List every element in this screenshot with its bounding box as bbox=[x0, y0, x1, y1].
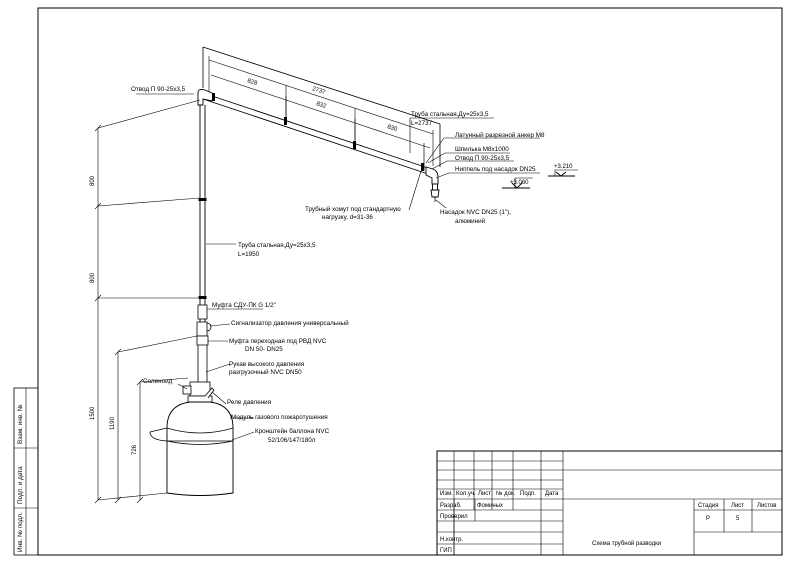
tb-header-sheet: Лист bbox=[478, 491, 491, 497]
side-stamp-replace: Взам. инв. № bbox=[17, 404, 24, 444]
callout-bracket-2: 52/106/147/180л bbox=[268, 437, 316, 444]
tb-sheet-header: Лист bbox=[731, 503, 744, 509]
callout-pipe-top-1: Труба стальная,Ду=25х3,5 bbox=[411, 110, 489, 118]
level-markers bbox=[502, 169, 578, 189]
callout-module: Модуль газового пожаротушения bbox=[231, 414, 328, 421]
dim-left-1190: 1190 bbox=[110, 416, 116, 430]
tb-role-normcontrol: Н.контр. bbox=[440, 537, 463, 543]
tb-drawing-title: Схема трубной разводки bbox=[592, 540, 661, 547]
tb-header-sign: Подп. bbox=[520, 491, 536, 497]
right-elbow bbox=[425, 166, 439, 185]
tb-sheet-value: 5 bbox=[736, 516, 740, 522]
tb-stage-value: Р bbox=[706, 516, 710, 522]
dim-top-seg3: 830 bbox=[386, 124, 398, 133]
nipple bbox=[432, 183, 438, 191]
dimension-lines bbox=[94, 56, 434, 504]
pipe-clamps bbox=[198, 93, 424, 299]
callout-clamp-1: Трубный хомут под стандартную bbox=[305, 205, 401, 213]
level-3210: +3.210 bbox=[554, 164, 573, 170]
dim-top-seg2: 832 bbox=[315, 101, 327, 110]
title-block bbox=[436, 450, 783, 556]
callout-signalizer: Сигнализатор давления универсальный bbox=[231, 319, 349, 327]
discharge-hose bbox=[197, 345, 208, 382]
nozzle bbox=[430, 189, 440, 198]
dim-left-726: 726 bbox=[132, 444, 138, 455]
top-pipe bbox=[202, 92, 429, 175]
callout-adapter-1: Муфта переходная под РВД NVC bbox=[229, 338, 327, 345]
callout-coupling: Муфта СДУ-ПК G 1/2" bbox=[212, 302, 276, 309]
tb-header-count: Кол.уч. bbox=[456, 491, 476, 497]
level-3060: +3.060 bbox=[510, 180, 529, 186]
callout-solenoid: Соленоид bbox=[143, 378, 173, 385]
callout-nozzle-1: Насадок NVC DN25 (1"), bbox=[440, 209, 511, 216]
sheet-frame bbox=[13, 7, 783, 556]
tb-header-doc: № док. bbox=[496, 490, 516, 497]
adapter-coupling bbox=[196, 335, 209, 346]
tb-developer-name: Фоминых bbox=[477, 503, 503, 509]
dim-top-total: 2737 bbox=[311, 86, 326, 96]
callout-pipe-top-2: L=2737 bbox=[411, 120, 433, 127]
leader-lines bbox=[136, 93, 540, 441]
callout-elbow-top: Отвод П 90-25х3,5 bbox=[131, 86, 186, 93]
solenoid bbox=[182, 385, 192, 395]
tb-role-checker: Проверил bbox=[440, 514, 468, 520]
dim-left-middle: 800 bbox=[90, 272, 96, 283]
callout-hose-1: Рукав высокого давления bbox=[229, 361, 304, 368]
cylinder-bracket bbox=[149, 427, 234, 445]
coupling-sdu bbox=[197, 304, 208, 320]
dim-top-seg1: 828 bbox=[246, 78, 258, 87]
callout-nozzle-2: алюминий bbox=[455, 217, 486, 225]
side-stamp-inventory: Инв. № подл. bbox=[17, 512, 24, 552]
tb-sheets-header: Листов bbox=[757, 503, 777, 509]
callout-relay: Реле давления bbox=[227, 399, 271, 406]
callout-pipe-vertical-2: L=1950 bbox=[238, 251, 260, 258]
callout-bracket-1: Кронштейн баллона NVC bbox=[255, 427, 330, 435]
callout-stud: Шпилька М8х1000 bbox=[455, 146, 509, 153]
ceiling-line bbox=[202, 46, 441, 125]
callout-clamp-2: нагрузку, d=31-36 bbox=[322, 214, 373, 221]
callout-elbow-right: Отвод П 90-25х3,5 bbox=[455, 155, 510, 162]
tb-role-chief: ГИП bbox=[440, 548, 452, 554]
callout-anchor: Латунный разрезной анкер М8 bbox=[455, 131, 545, 139]
dim-left-1500: 1500 bbox=[90, 406, 96, 420]
callout-pipe-vertical-1: Труба стальная,Ду=25х3,5 bbox=[238, 241, 316, 249]
callout-hose-2: разгрузочный NVC DN50 bbox=[229, 368, 302, 376]
vertical-pipe bbox=[199, 105, 206, 330]
top-elbow bbox=[197, 88, 215, 106]
gas-cylinder bbox=[166, 401, 234, 496]
side-stamp-sign-date: Подп. и дата bbox=[17, 466, 24, 504]
callout-adapter-2: DN 50- DN25 bbox=[245, 346, 283, 353]
pressure-relay bbox=[204, 387, 215, 399]
tb-header-change: Изм. bbox=[440, 491, 453, 497]
tb-stage-header: Стадия bbox=[698, 503, 718, 509]
callout-nipple: Ниппель под насадок DN25 bbox=[455, 166, 536, 173]
tb-header-date: Дата bbox=[545, 491, 559, 497]
pipe-system bbox=[149, 46, 441, 496]
tb-role-developer: Разраб. bbox=[440, 503, 462, 509]
dim-left-upper: 800 bbox=[90, 175, 96, 186]
